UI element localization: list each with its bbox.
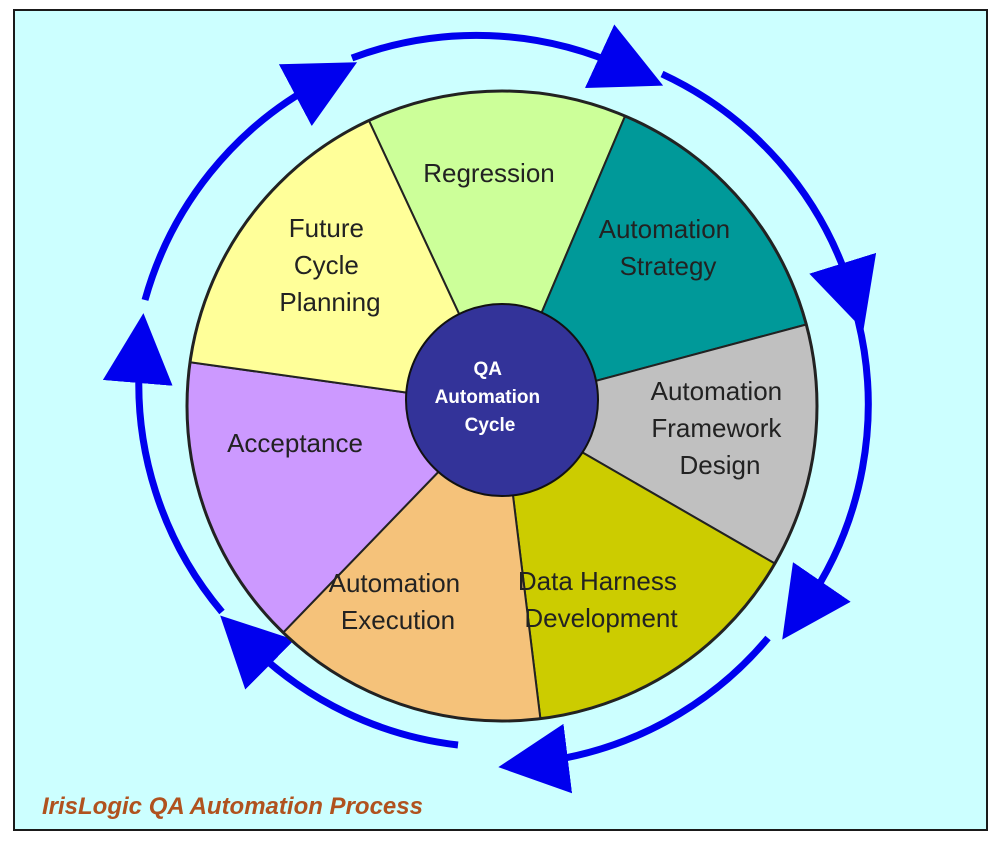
label-acceptance: Acceptance — [227, 428, 363, 458]
wheel-outline — [185, 89, 819, 723]
cycle-arrow-bottom-right — [498, 635, 771, 794]
cycle-arrow-right — [782, 319, 872, 640]
label-data-harness-development: Data Harness Development — [518, 566, 684, 633]
label-automation-execution: Automation Execution — [329, 568, 468, 635]
cycle-arrow-left — [102, 313, 225, 615]
segment-labels: Regression Automation Strategy Automatio… — [227, 158, 790, 635]
diagram-caption: IrisLogic QA Automation Process — [42, 793, 423, 820]
hub-circle — [405, 303, 599, 497]
label-future-cycle-planning: Future Cycle Planning — [279, 213, 380, 317]
cycle-arrow-top — [350, 24, 664, 89]
hub-label: QA Automation Cycle — [435, 359, 546, 436]
cycle-arrow-bottom-left — [220, 615, 459, 749]
label-automation-strategy: Automation Strategy — [599, 214, 738, 281]
cycle-hub: QA Automation Cycle — [405, 303, 599, 497]
label-regression: Regression — [423, 158, 555, 188]
cycle-arrow-top-right — [660, 70, 877, 331]
cycle-arrow-top-left — [141, 62, 358, 301]
cycle-arrows — [102, 24, 877, 794]
label-automation-framework-design: Automation Framework Design — [651, 376, 790, 480]
